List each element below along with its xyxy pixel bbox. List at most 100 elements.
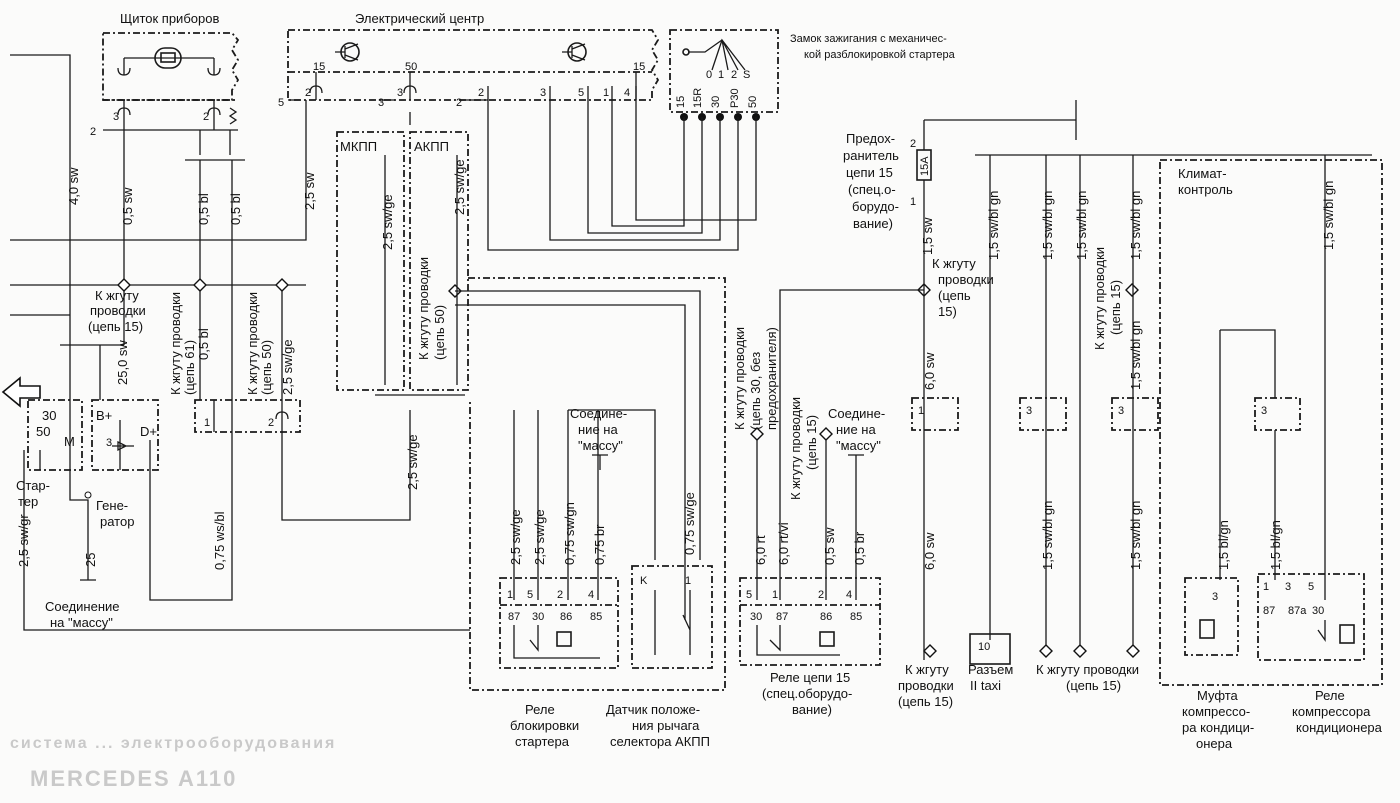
harness-61-1: К жгуту проводки [168,292,183,395]
starter-relay-label-3: стартера [515,734,570,749]
svg-text:5: 5 [746,589,752,601]
ign-pos-s: S [743,69,750,81]
svg-text:10: 10 [978,641,990,653]
svg-text:3: 3 [397,87,403,99]
svg-text:3: 3 [1026,405,1032,417]
ground-right-2: ние на [836,422,876,437]
ground-right-3: "массу" [836,438,881,453]
harness-15r-1: К жгуту [932,256,976,271]
fuse-label-6: вание) [853,216,893,231]
svg-text:87: 87 [508,611,520,623]
ign-pos-2: 2 [731,69,737,81]
svg-text:2: 2 [268,417,274,429]
wire-w40: 1,5 bl/gn [1216,520,1231,570]
wire-w27: 2,5 sw/ge [508,509,523,565]
harness-15f-1: К жгуту проводки [1092,247,1107,350]
harness-15r-4: 15) [938,304,957,319]
instrument-panel-label: Щиток приборов [120,11,219,26]
selector-label-3: селектора АКПП [610,734,710,749]
gen-pin-3: 3 [106,437,112,449]
svg-text:1: 1 [910,196,916,208]
svg-text:3: 3 [1212,591,1218,603]
clutch-label-1: Муфта [1197,688,1239,703]
ground-left-1: Соединение [45,599,120,614]
wire-w18: 1,5 sw/bl gn [1321,181,1336,250]
svg-text:85: 85 [590,611,602,623]
svg-text:2: 2 [478,87,484,99]
svg-text:1: 1 [772,589,778,601]
svg-text:1: 1 [204,417,210,429]
ignition-lock-label-2: кой разблокировкой стартера [804,49,956,61]
ign-pin-15r: 15R [692,88,704,108]
wire-w35: 0,5 br [852,531,867,565]
svg-text:2: 2 [910,138,916,150]
clutch-label-4: онера [1196,736,1233,751]
bottom-harness-4: К жгуту проводки [1036,662,1139,677]
ign-pin-15: 15 [675,96,687,108]
bottom-harness-3: (цепь 15) [898,694,953,709]
ign-pin-p30: P30 [729,88,741,108]
clutch-label-3: ра кондици- [1182,720,1254,735]
wire-w34: 0,5 sw [822,527,837,565]
harness-label-15-3: (цепь 15) [88,319,143,334]
harness-label-15-2: проводки [90,303,146,318]
svg-text:86: 86 [560,611,572,623]
wire-w30: 0,75 br [592,524,607,565]
harness-15f-2: (цепь 15) [1108,280,1123,335]
bleed-through-text-2: система ... электрооборудования [10,735,336,752]
fuse-rating: 15A [919,156,931,176]
ground-mid-2: ние на [578,422,618,437]
harness-15m-2: (цепь 15) [804,415,819,470]
harness-15r-2: проводки [938,272,994,287]
relay15-label-1: Реле цепи 15 [770,670,850,685]
ground-right-1: Соедине- [828,406,885,421]
svg-text:2: 2 [557,589,563,601]
comp-relay-30: 30 [1312,605,1324,617]
ign-pin-50: 50 [747,96,759,108]
generator-label-2: ратор [100,514,134,529]
comp-relay-label-1: Реле [1315,688,1345,703]
wire-w39: 1,5 sw/bl gn [1128,501,1143,570]
harness-50-1: К жгуту проводки [245,292,260,395]
harness-15r-3: (цепь [938,288,971,303]
climate-label-2: контроль [1178,182,1233,197]
harness-30-2: (цепь 30, без [748,352,763,430]
ignition-wires [487,100,757,251]
svg-text:3: 3 [378,97,384,109]
starter-pin-30: 30 [42,408,56,423]
taxi-label-1: Разъем [968,662,1013,677]
wire-w7: 2,5 sw/ge [452,159,467,215]
svg-text:86: 86 [820,611,832,623]
wire-w37: 6,0 sw [922,532,937,570]
wire-w20: 25,0 sw [115,340,130,385]
akpp-label: АКПП [414,139,449,154]
wire-w32: 6,0 rt [753,535,768,565]
wire-w38: 1,5 sw/bl gn [1040,501,1055,570]
svg-text:4: 4 [846,589,852,601]
svg-text:30: 30 [750,611,762,623]
comp-relay-label-3: кондиционера [1296,720,1383,735]
svg-text:5: 5 [578,87,584,99]
starter-relay-label-1: Реле [525,702,555,717]
bleed-through-text: MERCEDES A110 [30,766,237,791]
svg-text:1: 1 [507,589,513,601]
harness-50-2: (цепь 50) [259,340,274,395]
svg-text:4: 4 [588,589,594,601]
svg-text:4: 4 [624,87,630,99]
wire-w14: 1,5 sw/bl gn [986,191,1001,260]
ign-pin-30: 30 [710,96,722,108]
svg-text:2: 2 [456,97,462,109]
svg-text:50: 50 [405,61,417,73]
svg-text:3: 3 [1261,405,1267,417]
gen-pin-d: D+ [140,424,157,439]
svg-text:2: 2 [305,87,311,99]
ign-pos-0: 0 [706,69,712,81]
starter-pin-50: 50 [36,424,50,439]
svg-text:2: 2 [90,126,96,138]
fuse-label-3: цепи 15 [846,165,893,180]
ignition-lock: Замок зажигания с механичес- кой разблок… [669,29,956,121]
harness-61-2: (цепь 61) [182,340,197,395]
bottom-harness-2: проводки [898,678,954,693]
svg-text:3: 3 [1285,581,1291,593]
